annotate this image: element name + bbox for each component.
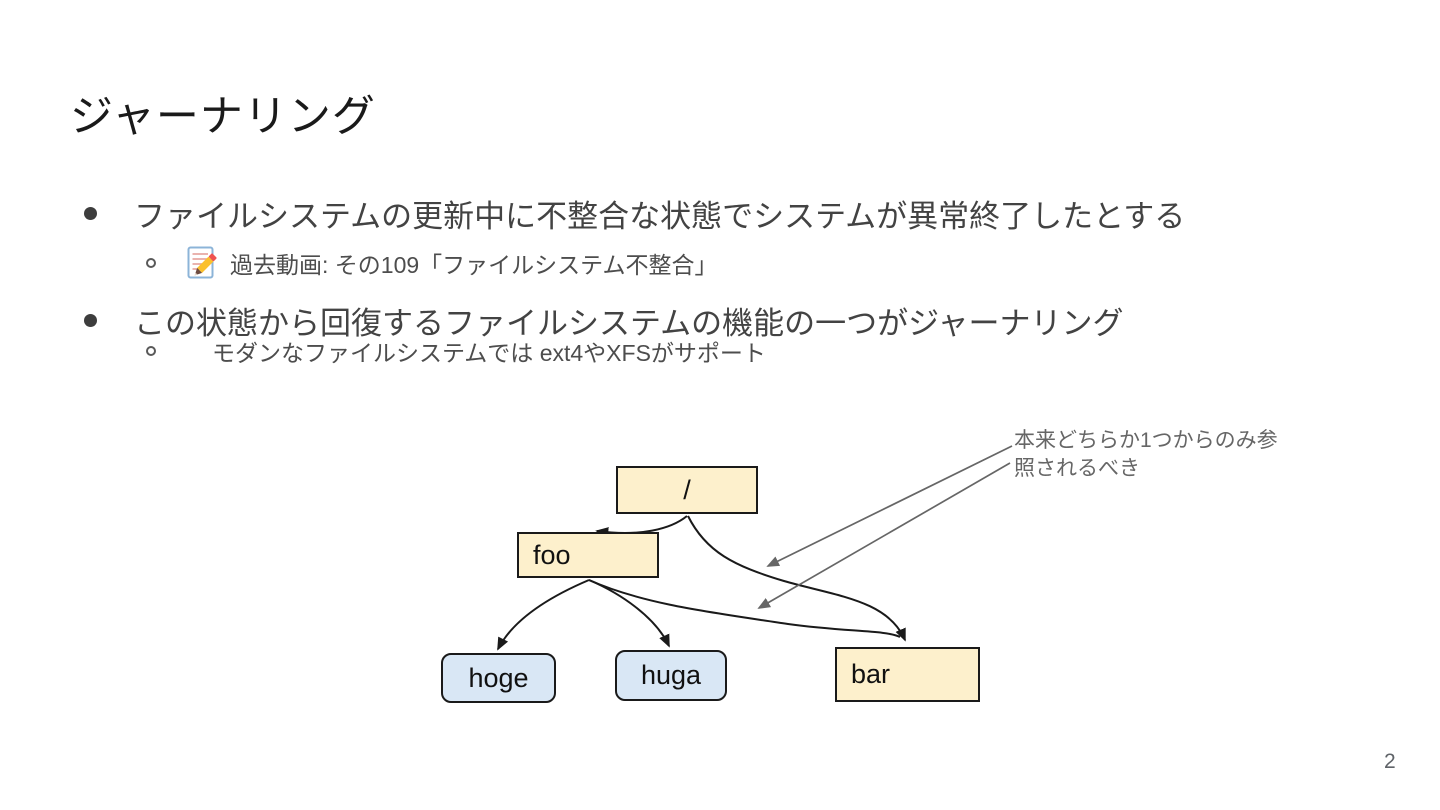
- bullet-item-1-sub: 過去動画: その109「ファイルシステム不整合」: [146, 242, 717, 284]
- bullet-marker-filled: [84, 206, 97, 220]
- annotation-text: 本来どちらか1つからのみ参 照されるべき: [1014, 427, 1278, 483]
- edge-foo-to-hoge: [497, 579, 590, 651]
- edge-root-to-bar: [687, 515, 906, 642]
- tree-node-root: /: [616, 466, 758, 514]
- edge-root-to-foo: [595, 515, 688, 538]
- tree-node-huga: huga: [615, 650, 727, 701]
- tree-node-bar: bar: [835, 647, 980, 702]
- bullet-marker-filled: [84, 313, 97, 327]
- bullet-text: 過去動画: その109「ファイルシステム不整合」: [230, 252, 718, 278]
- tree-node-foo: foo: [517, 532, 659, 578]
- callout-line-lower: [757, 462, 1011, 609]
- bullet-text: ファイルシステムの更新中に不整合な状態でシステムが異常終了したとする: [134, 198, 1186, 234]
- bullet-text: この状態から回復するファイルシステムの機能の一つがジャーナリング: [134, 305, 1124, 341]
- slide-title: ジャーナリング: [70, 93, 376, 141]
- annotation-line-2: 照されるべき: [1014, 457, 1140, 480]
- bullet-item-2-sub: モダンなファイルシステムでは ext4やXFSがサポート: [146, 333, 766, 369]
- annotation-line-1: 本来どちらか1つからのみ参: [1014, 429, 1278, 452]
- page-number: 2: [1384, 750, 1396, 773]
- callout-line-upper: [766, 445, 1013, 567]
- bullet-text: モダンなファイルシステムでは ext4やXFSがサポート: [212, 340, 766, 366]
- bullet-marker-hollow: [146, 258, 156, 268]
- edge-foo-to-bar: [588, 579, 901, 638]
- bullet-item-2: この状態から回復するファイルシステムの機能の一つがジャーナリング: [84, 299, 1124, 341]
- bullet-item-1: ファイルシステムの更新中に不整合な状態でシステムが異常終了したとする: [84, 192, 1185, 234]
- edge-foo-to-huga: [588, 579, 670, 648]
- bullet-marker-hollow: [146, 346, 156, 356]
- tree-node-hoge: hoge: [441, 653, 556, 703]
- memo-icon: [187, 246, 217, 279]
